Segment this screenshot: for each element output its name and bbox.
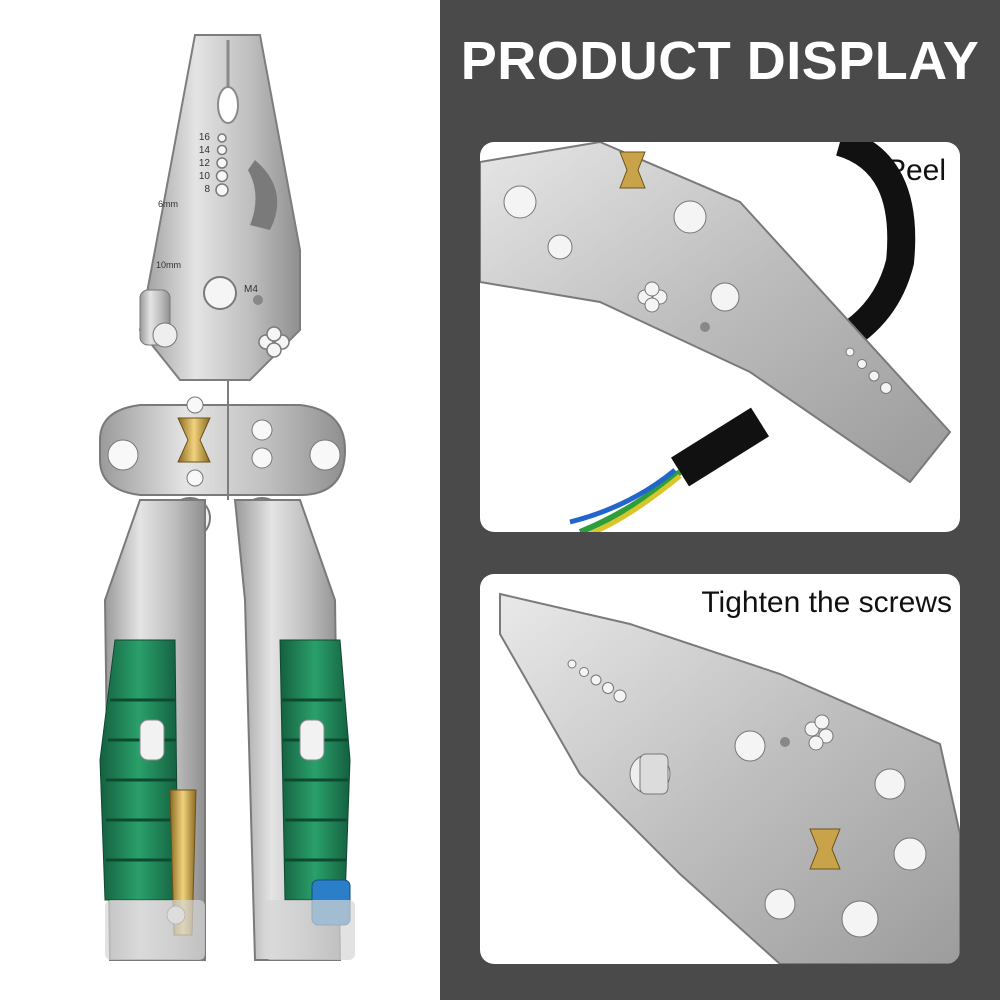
detail-panel: PRODUCT DISPLAY [440,0,1000,1000]
product-photo-panel: 16 14 12 10 8 6mm 10mm M4 [0,0,440,1000]
gauge-mark-8: 8 [204,184,210,195]
peel-photo [480,142,952,532]
wire-stripper-photo: 16 14 12 10 8 6mm 10mm M4 [99,34,355,961]
gauge-mark-10: 10 [199,171,211,182]
mark-10mm: 10mm [156,260,181,270]
tighten-screws-label: Tighten the screws [701,586,952,619]
mark-6mm: 6mm [158,199,178,209]
gauge-mark-16: 16 [199,132,211,143]
peel-card: Peel [480,142,960,532]
tighten-screws-card: Tighten the screws [480,574,960,964]
tighten-screws-photo [499,592,960,964]
gauge-mark-14: 14 [199,145,211,156]
page-title: PRODUCT DISPLAY [460,31,980,91]
gauge-mark-12: 12 [199,158,211,169]
mark-m4: M4 [244,284,258,295]
peel-label: Peel [885,154,946,187]
